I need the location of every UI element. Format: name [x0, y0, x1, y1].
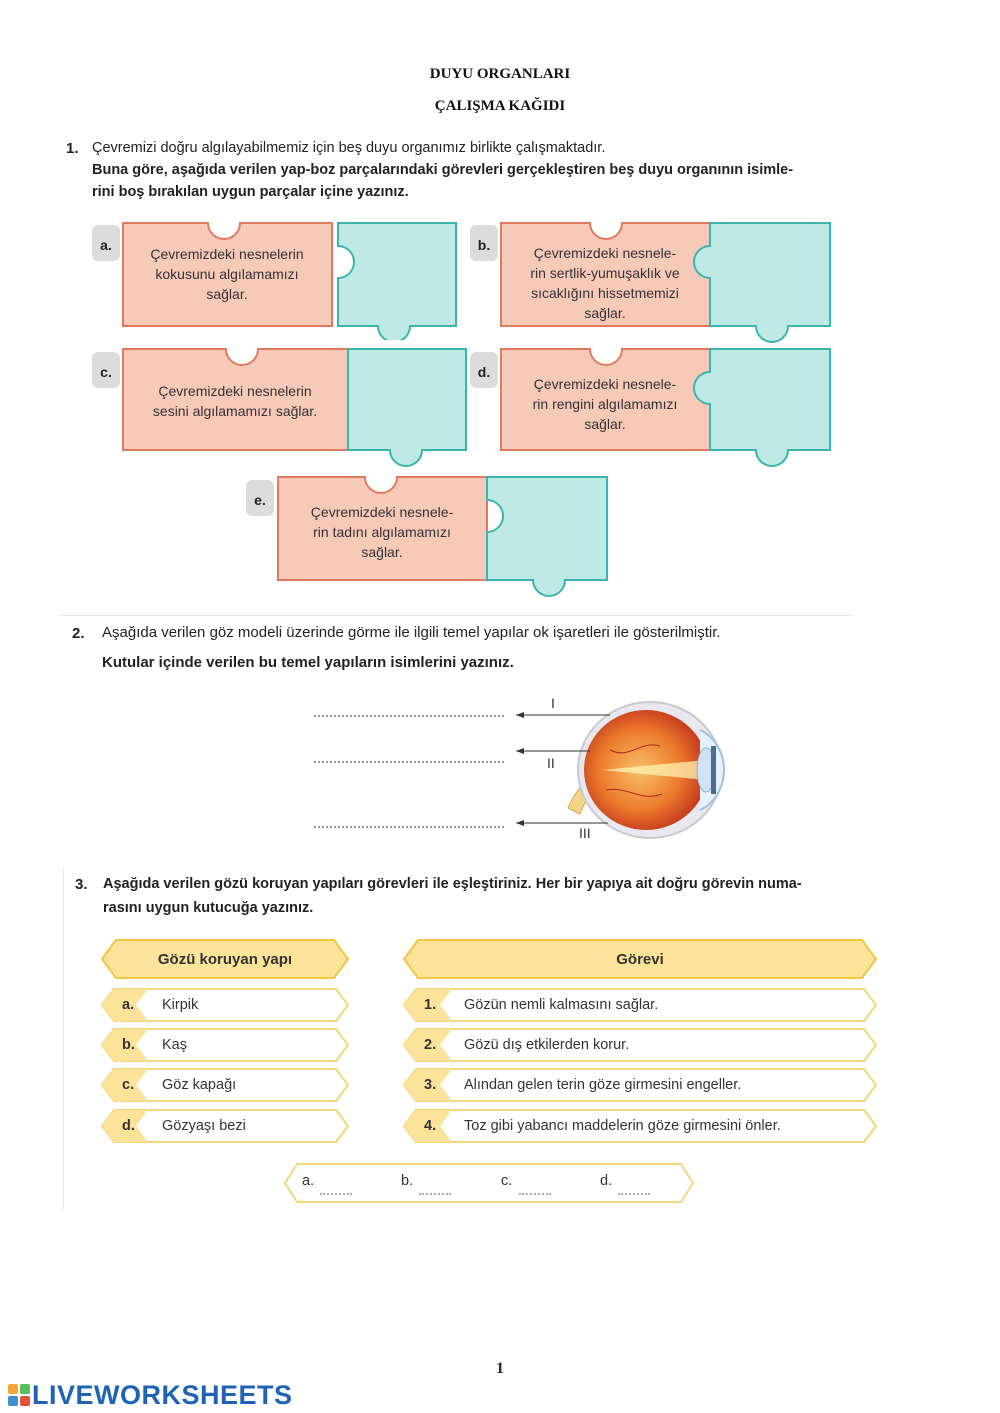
structure-row-c: c. Göz kapağı: [100, 1067, 350, 1103]
eye-label-2: II: [547, 755, 555, 771]
q3-left-rule: [63, 868, 64, 1210]
piece-tag-a: a.: [92, 225, 120, 261]
structure-row-a: a. Kirpik: [100, 987, 350, 1023]
q1-line2: Buna göre, aşağıda verilen yap-boz parça…: [92, 162, 794, 178]
q3-number: 3.: [75, 876, 88, 893]
piece-tag-c: c.: [92, 352, 120, 388]
q1-number: 1.: [66, 140, 79, 157]
answer-input-d[interactable]: [618, 1193, 650, 1195]
answer-input-c[interactable]: [519, 1193, 551, 1195]
page-title: DUYU ORGANLARI: [429, 66, 571, 82]
puzzle-piece-e: [277, 476, 608, 597]
duty-row-1: 1. Gözün nemli kalmasını sağlar.: [402, 987, 878, 1023]
answer-label-b: b.: [401, 1173, 414, 1189]
page-number: 1: [496, 1360, 504, 1377]
q3-line1: Aşağıda verilen gözü koruyan yapıları gö…: [103, 876, 802, 892]
puzzle-piece-c: [122, 348, 467, 467]
structures-header: Gözü koruyan yapı: [100, 938, 350, 980]
page-subtitle: ÇALIŞMA KAĞIDI: [434, 98, 566, 114]
puzzle-piece-d: [500, 348, 831, 467]
answer-label-d: d.: [600, 1173, 613, 1189]
eye-label-3: III: [579, 825, 591, 841]
piece-text-e: Çevremizdeki nesnele-rin tadını algılama…: [310, 504, 454, 560]
eye-label-1: I: [551, 695, 555, 711]
structure-row-b: b. Kaş: [100, 1027, 350, 1063]
q1-line1: Çevremizi doğru algılayabilmemiz için be…: [92, 140, 606, 156]
eye-answer-line-1[interactable]: [314, 715, 504, 717]
eye-answer-line-2[interactable]: [314, 761, 504, 763]
answer-box: [283, 1162, 695, 1204]
piece-tag-d: d.: [470, 352, 498, 388]
brand-name: LIVEWORKSHEETS: [32, 1380, 293, 1410]
piece-tag-e: e.: [246, 480, 274, 516]
q3-line2: rasını uygun kutucuğa yazınız.: [103, 900, 314, 916]
q2-number: 2.: [72, 625, 85, 642]
duty-row-2: 2. Gözü dış etkilerden korur.: [402, 1027, 878, 1063]
q1-line3: rini boş bırakılan uygun parçalar içine …: [92, 184, 409, 200]
eye-model-illustration: [516, 701, 725, 839]
section-divider: [60, 615, 852, 616]
liveworksheets-logo-icon: [8, 1384, 30, 1406]
answer-input-b[interactable]: [419, 1193, 451, 1195]
structure-row-d: d. Gözyaşı bezi: [100, 1108, 350, 1144]
piece-text-b: Çevremizdeki nesnele-rin sertlik-yumuşak…: [530, 245, 680, 321]
duty-row-4: 4. Toz gibi yabancı maddelerin göze girm…: [402, 1108, 878, 1144]
answer-label-c: c.: [501, 1173, 513, 1189]
duties-header: Görevi: [402, 938, 878, 980]
q2-line2: Kutular içinde verilen bu temel yapıları…: [102, 654, 514, 671]
answer-label-a: a.: [302, 1173, 315, 1189]
piece-text-d: Çevremizdeki nesnele-rin rengini algılam…: [532, 376, 678, 432]
q2-line1: Aşağıda verilen göz modeli üzerinde görm…: [102, 624, 721, 641]
eye-answer-line-3[interactable]: [314, 826, 504, 828]
duty-row-3: 3. Alından gelen terin göze girmesini en…: [402, 1067, 878, 1103]
piece-tag-b: b.: [470, 225, 498, 261]
answer-input-a[interactable]: [320, 1193, 352, 1195]
puzzle-piece-a: [122, 222, 457, 340]
puzzle-piece-b: [500, 222, 831, 343]
